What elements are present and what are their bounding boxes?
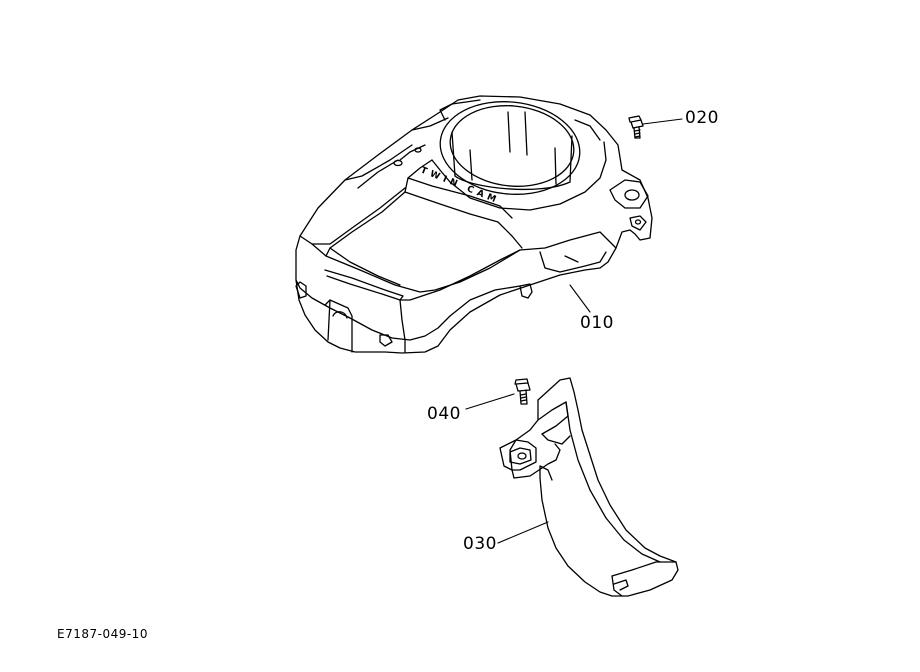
callout-030: 030 xyxy=(463,534,497,554)
air-guide-030 xyxy=(499,377,679,597)
leader-lines xyxy=(465,118,683,544)
callout-010: 010 xyxy=(580,313,614,333)
callout-020: 020 xyxy=(685,108,719,128)
callout-040: 040 xyxy=(427,404,461,424)
leader-040 xyxy=(465,393,515,410)
bolt-040 xyxy=(514,378,531,405)
leader-020 xyxy=(642,118,683,125)
bolt-020 xyxy=(628,115,644,139)
drawing-number: E7187-049-10 xyxy=(57,627,148,641)
leader-010 xyxy=(569,284,591,313)
leader-030 xyxy=(497,521,549,544)
